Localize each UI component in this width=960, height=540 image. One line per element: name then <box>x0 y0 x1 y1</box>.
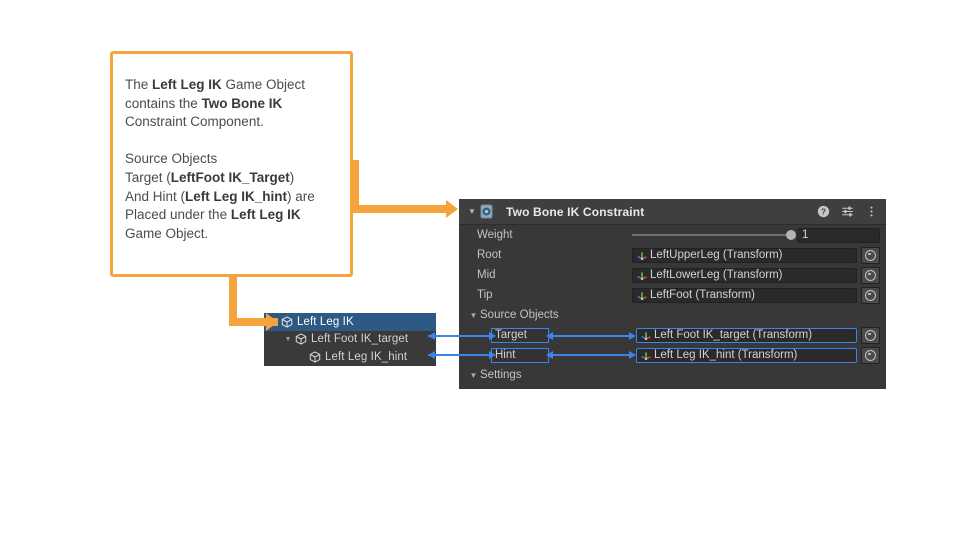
hierarchy-row-left-foot-ik-target[interactable]: ▼ Left Foot IK_target <box>264 331 436 349</box>
root-object-value: LeftUpperLeg (Transform) <box>650 249 783 261</box>
mid-object-value: LeftLowerLeg (Transform) <box>650 269 783 281</box>
component-header[interactable]: ▼ Two Bone IK Constraint ? <box>459 199 886 225</box>
component-title: Two Bone IK Constraint <box>506 204 645 219</box>
weight-value-field[interactable]: 1 <box>797 227 880 243</box>
tip-label: Tip <box>477 289 493 301</box>
help-icon[interactable]: ? <box>817 205 830 218</box>
source-object-field-hint[interactable]: Left Leg IK_hint (Transform) <box>636 347 857 363</box>
link-arrow-hint-left-icon <box>428 350 435 359</box>
transform-axis-icon <box>640 330 653 341</box>
annotation-callout-box: The Left Leg IK Game Object contains the… <box>110 51 353 277</box>
root-label: Root <box>477 249 502 261</box>
hierarchy-row-left-leg-ik[interactable]: ▼ Left Leg IK <box>264 313 436 331</box>
root-object-field[interactable]: LeftUpperLeg (Transform) <box>632 247 857 263</box>
transform-axis-icon <box>636 290 649 301</box>
settings-label: Settings <box>480 369 522 381</box>
component-foldout-triangle-icon[interactable]: ▼ <box>468 207 476 216</box>
source-object-row-target: Target Left Foot IK_target (Transform) <box>459 325 886 345</box>
link-arrow-target-inner-left-icon <box>546 331 553 340</box>
link-arrow-hint-inner-right-icon <box>629 350 636 359</box>
source-object-value-target: Left Foot IK_target (Transform) <box>654 329 813 341</box>
mid-row: Mid LeftLowerLeg (Transform) <box>459 265 886 285</box>
hierarchy-row-left-leg-ik-hint[interactable]: Left Leg IK_hint <box>264 348 436 366</box>
callout-connector-horizontal-top <box>351 205 447 213</box>
callout-arrow-to-hierarchy-icon <box>266 313 278 331</box>
link-line-hint-inner <box>548 354 631 356</box>
callout-connector-vertical-top <box>351 160 359 212</box>
weight-slider[interactable] <box>632 228 796 243</box>
callout-connector-horizontal-bottom <box>229 318 278 326</box>
mid-object-picker-button[interactable] <box>861 266 880 284</box>
weight-slider-knob[interactable] <box>786 230 796 241</box>
root-row: Root LeftUpperLeg (Transform) <box>459 245 886 265</box>
gameobject-cube-icon <box>308 350 322 364</box>
transform-axis-icon <box>636 270 649 281</box>
source-object-field-target[interactable]: Left Foot IK_target (Transform) <box>636 327 857 343</box>
two-bone-ik-constraint-icon <box>479 204 494 219</box>
tip-object-field[interactable]: LeftFoot (Transform) <box>632 287 857 303</box>
mid-label: Mid <box>477 269 496 281</box>
link-arrow-target-inner-right-icon <box>629 331 636 340</box>
hierarchy-panel[interactable]: ▼ Left Leg IK ▼ Left Foot IK_target <box>264 313 436 366</box>
weight-row: Weight 1 <box>459 225 886 245</box>
tip-object-value: LeftFoot (Transform) <box>650 289 756 301</box>
link-arrow-hint-inner-left-icon <box>546 350 553 359</box>
link-arrow-target-right-icon <box>489 331 496 340</box>
kebab-menu-icon[interactable] <box>865 205 878 218</box>
source-objects-label: Source Objects <box>480 309 559 321</box>
gameobject-cube-icon <box>294 332 308 346</box>
tip-row: Tip LeftFoot (Transform) <box>459 285 886 305</box>
chevron-down-icon[interactable]: ▼ <box>469 310 478 320</box>
preset-icon[interactable] <box>841 205 854 218</box>
source-object-name-target[interactable]: Target <box>491 327 549 343</box>
callout-connector-vertical-bottom <box>229 277 237 322</box>
inspector-panel: ▼ Two Bone IK Constraint ? <box>459 199 886 389</box>
source-object-name-hint[interactable]: Hint <box>491 347 549 363</box>
hierarchy-row-label: Left Leg IK <box>297 315 354 328</box>
source-object-picker-hint[interactable] <box>861 346 880 364</box>
expand-triangle-icon[interactable]: ▼ <box>284 335 292 343</box>
link-arrow-target-left-icon <box>428 331 435 340</box>
weight-label: Weight <box>477 229 513 241</box>
weight-slider-track[interactable] <box>632 230 796 241</box>
link-line-target-inner <box>548 335 631 337</box>
source-objects-foldout[interactable]: ▼ Source Objects <box>459 305 886 325</box>
chevron-down-icon[interactable]: ▼ <box>469 370 478 380</box>
tip-object-picker-button[interactable] <box>861 286 880 304</box>
link-arrow-hint-right-icon <box>489 350 496 359</box>
transform-axis-icon <box>640 350 653 361</box>
source-object-row-hint: Hint Left Leg IK_hint (Transform) <box>459 345 886 365</box>
settings-foldout[interactable]: ▼ Settings <box>459 365 886 385</box>
hierarchy-row-label: Left Foot IK_target <box>311 333 409 346</box>
source-object-value-hint: Left Leg IK_hint (Transform) <box>654 349 798 361</box>
svg-text:?: ? <box>821 207 826 216</box>
annotation-callout-text: The Left Leg IK Game Object contains the… <box>125 77 315 241</box>
link-line-hint-left <box>428 354 490 356</box>
mid-object-field[interactable]: LeftLowerLeg (Transform) <box>632 267 857 283</box>
source-object-picker-target[interactable] <box>861 326 880 344</box>
callout-arrow-to-inspector-icon <box>446 200 458 218</box>
root-object-picker-button[interactable] <box>861 246 880 264</box>
link-line-target-left <box>428 335 490 337</box>
transform-axis-icon <box>636 250 649 261</box>
hierarchy-row-label: Left Leg IK_hint <box>325 350 408 363</box>
gameobject-cube-icon <box>280 315 294 329</box>
